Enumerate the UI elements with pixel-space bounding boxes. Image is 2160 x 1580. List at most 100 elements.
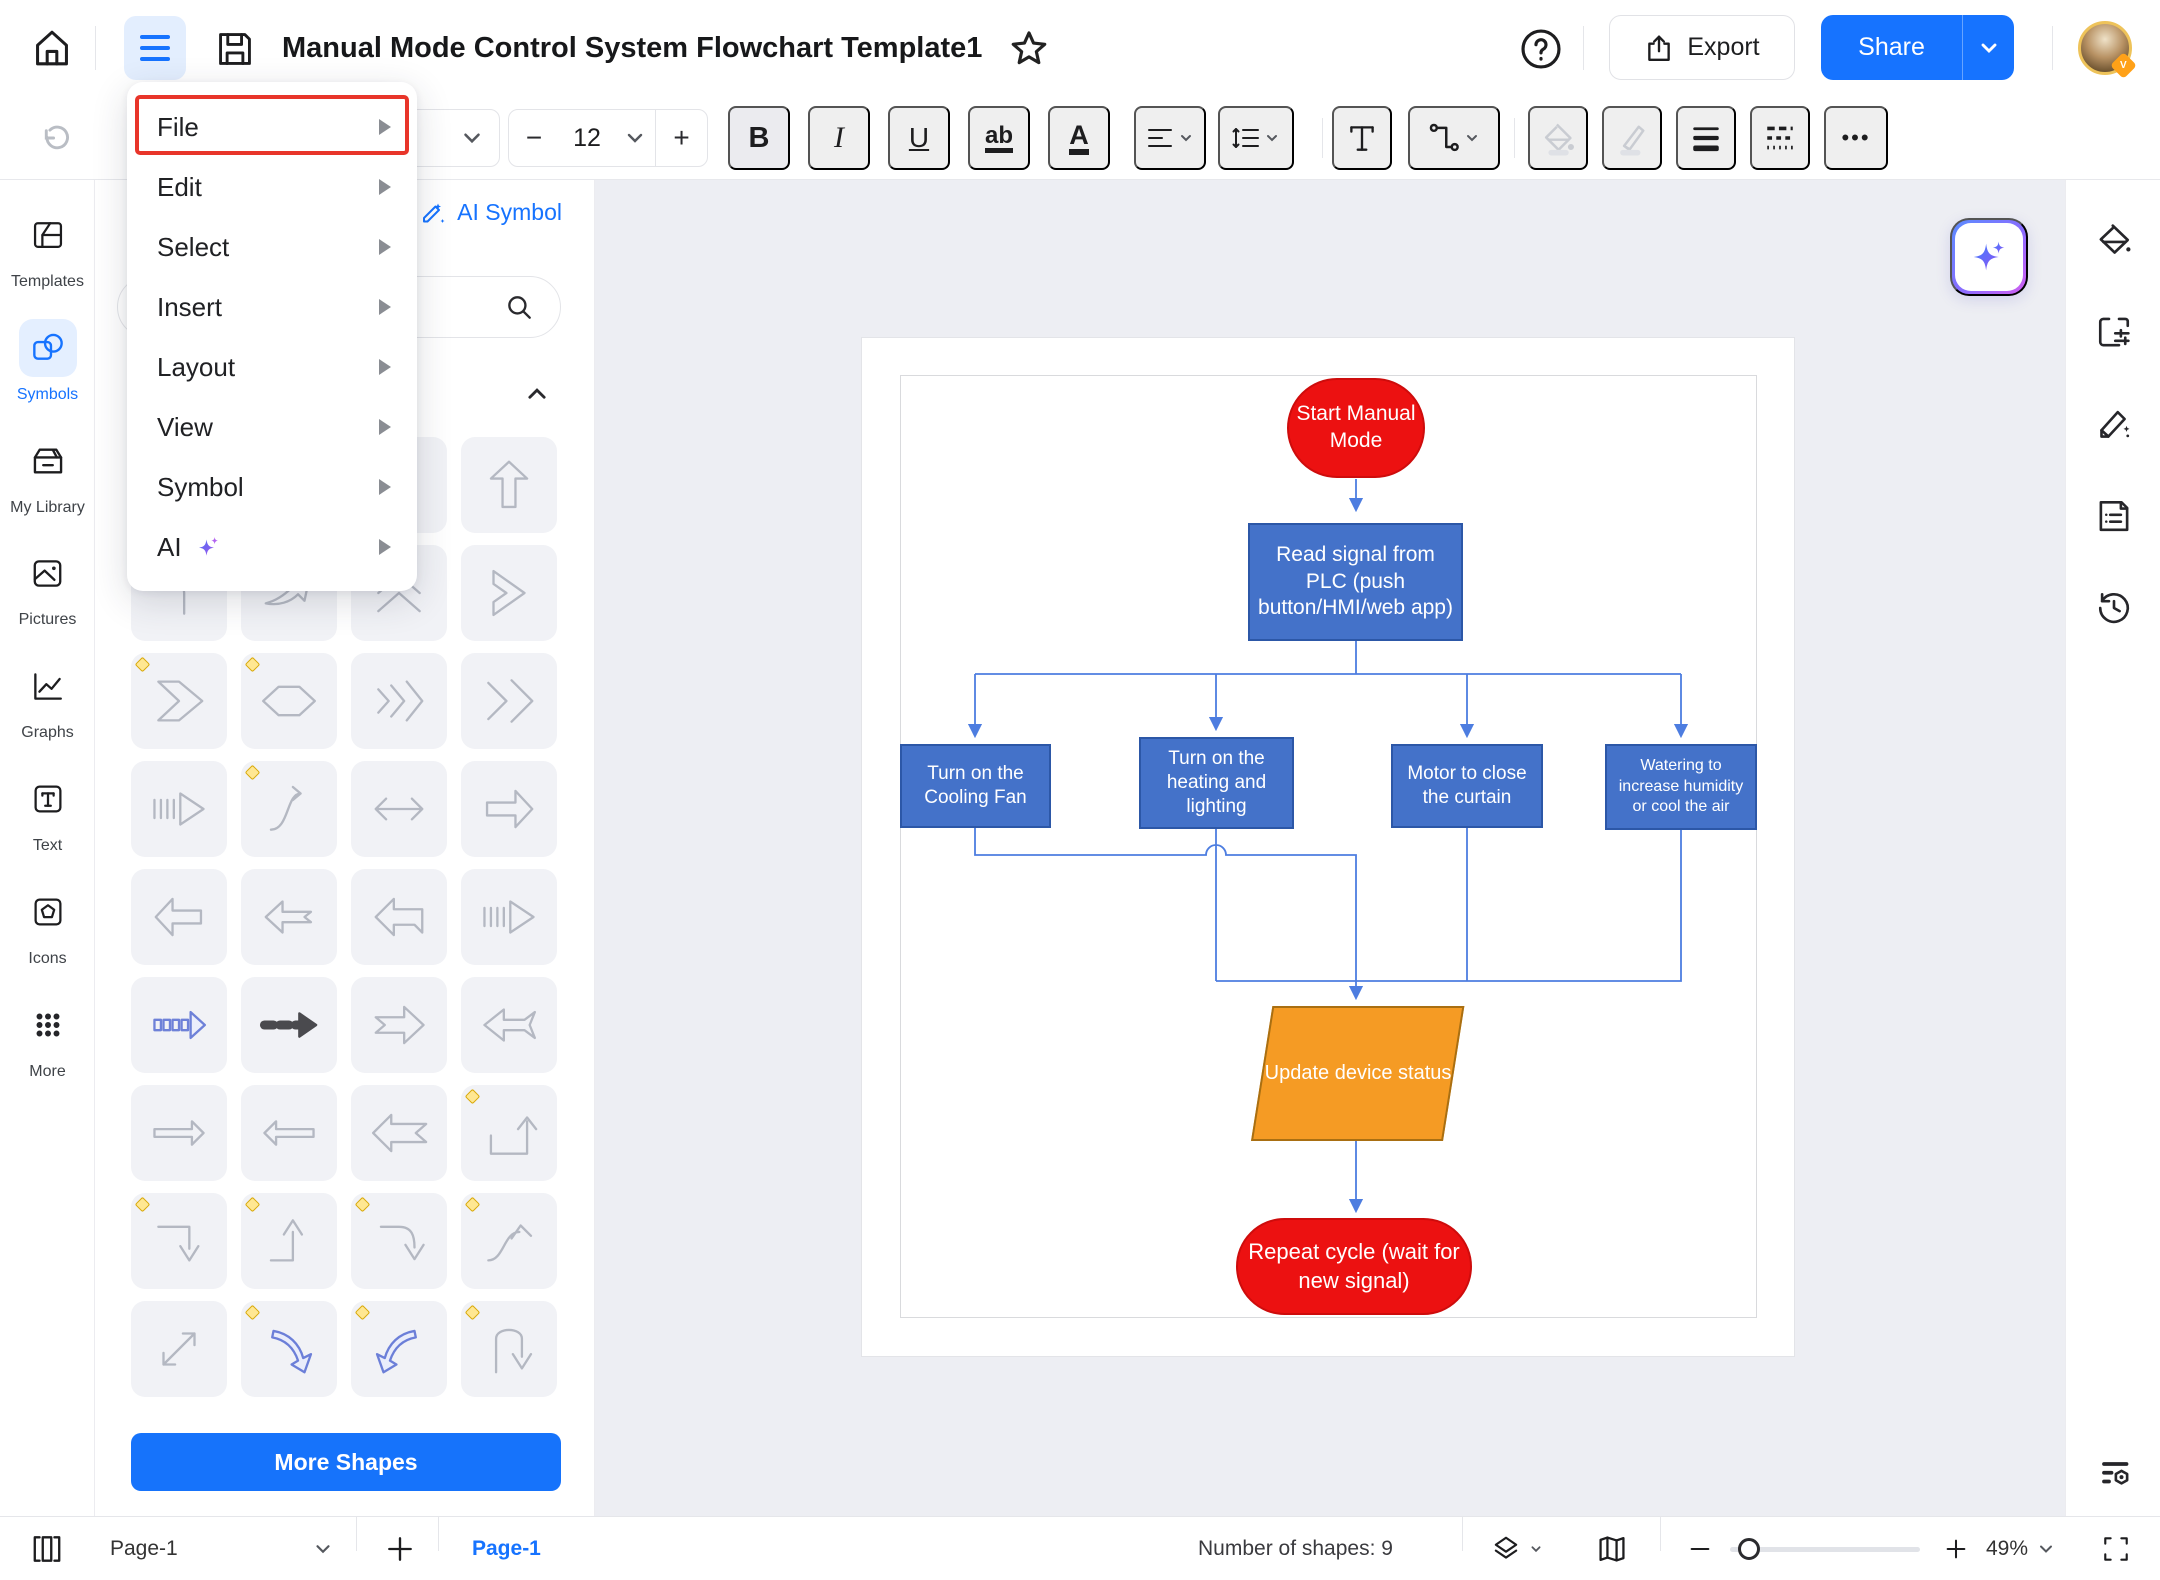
symbol-tile-thin-arrow-right[interactable]	[131, 1085, 227, 1181]
underline-button[interactable]: U	[888, 106, 950, 170]
add-page-button[interactable]	[378, 1517, 422, 1580]
page-settings-button[interactable]	[2090, 308, 2138, 356]
symbol-tile-dashed-arrow-right[interactable]	[241, 977, 337, 1073]
symbol-tile-striped-arrow-right-2[interactable]	[461, 869, 557, 965]
menu-item-select[interactable]: Select	[127, 217, 417, 277]
font-size-increase-button[interactable]: +	[655, 110, 707, 166]
strikethrough-button[interactable]: ab	[968, 106, 1030, 170]
zoom-level-select[interactable]: 49%	[1986, 1517, 2056, 1580]
symbol-tile-s-arrow[interactable]	[241, 761, 337, 857]
flow-node-start[interactable]: Start Manual Mode	[1287, 378, 1425, 478]
export-button[interactable]: Export	[1609, 15, 1795, 80]
zoom-out-button[interactable]	[1680, 1517, 1720, 1580]
page-select-dropdown[interactable]: Page-1	[110, 1517, 334, 1580]
line-style-button[interactable]	[1750, 106, 1810, 170]
symbol-tile-thin-arrow-left[interactable]	[241, 1085, 337, 1181]
sidebar-item-text[interactable]: Text	[0, 770, 95, 857]
line-weight-button[interactable]	[1676, 106, 1736, 170]
sidebar-item-pictures[interactable]: Pictures	[0, 544, 95, 631]
menu-item-view[interactable]: View	[127, 397, 417, 457]
page-tab[interactable]: Page-1	[472, 1537, 541, 1560]
symbol-tile-curve-arrow-up[interactable]	[461, 1193, 557, 1289]
ai-symbol-button[interactable]: AI Symbol	[419, 198, 562, 226]
connector-tool-button[interactable]	[1408, 106, 1500, 170]
symbol-tile-hexagon[interactable]	[241, 653, 337, 749]
ai-assistant-button[interactable]	[1950, 218, 2028, 296]
home-button[interactable]	[26, 22, 78, 74]
layers-button[interactable]	[1486, 1517, 1550, 1580]
symbol-tile-arrow-right[interactable]	[461, 761, 557, 857]
zoom-slider[interactable]	[1730, 1517, 1920, 1580]
menu-item-layout[interactable]: Layout	[127, 337, 417, 397]
share-label[interactable]: Share	[1858, 33, 1925, 61]
flow-node-repeat-cycle[interactable]: Repeat cycle (wait for new signal)	[1236, 1218, 1472, 1315]
help-button[interactable]	[1516, 24, 1566, 74]
symbol-tile-u-turn-up[interactable]	[461, 1085, 557, 1181]
sidebar-item-templates[interactable]: Templates	[0, 206, 95, 293]
symbol-tile-arrow-left-slant[interactable]	[241, 869, 337, 965]
flow-node-update-status[interactable]: Update device status	[1251, 1006, 1465, 1141]
share-button[interactable]: Share	[1821, 15, 2014, 80]
symbol-tile-arrow-left[interactable]	[131, 869, 227, 965]
sidebar-item-graphs[interactable]: Graphs	[0, 657, 95, 744]
save-button[interactable]	[210, 24, 260, 74]
symbol-tile-big-chevron-right[interactable]	[131, 653, 227, 749]
font-size-dropdown[interactable]	[615, 110, 655, 166]
share-dropdown-button[interactable]	[1962, 15, 2014, 80]
symbol-tile-double-chevron-right[interactable]	[461, 653, 557, 749]
shape-data-settings-button[interactable]	[2090, 1450, 2138, 1498]
menu-item-ai[interactable]: AI	[127, 517, 417, 577]
symbol-tile-u-turn-down[interactable]	[461, 1301, 557, 1397]
symbol-tile-corner-arrow-down[interactable]	[131, 1193, 227, 1289]
symbol-tile-striped-arrow-right[interactable]	[131, 761, 227, 857]
symbol-tile-chevron-right[interactable]	[461, 545, 557, 641]
font-size-value[interactable]: 12	[573, 123, 601, 152]
main-menu-button[interactable]	[124, 16, 186, 80]
symbol-tile-arrow-up[interactable]	[461, 437, 557, 533]
theme-style-button[interactable]	[2090, 400, 2138, 448]
avatar[interactable]: V	[2078, 21, 2137, 79]
symbol-tile-arrow-left-bent[interactable]	[351, 869, 447, 965]
fullscreen-button[interactable]	[2092, 1517, 2140, 1580]
line-spacing-button[interactable]	[1218, 106, 1294, 170]
symbol-tile-curved-arrow-up-blue[interactable]	[351, 1301, 447, 1397]
bold-button[interactable]: B	[728, 106, 790, 170]
favorite-star-button[interactable]	[1006, 26, 1052, 72]
font-color-button[interactable]: A	[1048, 106, 1110, 170]
flow-node-motor-curtain[interactable]: Motor to close the curtain	[1391, 744, 1543, 828]
collapse-section-button[interactable]	[519, 376, 555, 412]
notes-button[interactable]	[2090, 492, 2138, 540]
zoom-slider-thumb[interactable]	[1738, 1537, 1760, 1560]
font-size-decrease-button[interactable]: −	[525, 122, 543, 153]
zoom-in-button[interactable]	[1936, 1517, 1976, 1580]
menu-item-file[interactable]: File	[127, 97, 417, 157]
fill-color-button[interactable]	[1528, 106, 1588, 170]
symbol-tile-diagonal-double-arrow[interactable]	[131, 1301, 227, 1397]
menu-item-insert[interactable]: Insert	[127, 277, 417, 337]
symbol-tile-curve-arrow-down[interactable]	[351, 1193, 447, 1289]
flow-node-heating-lighting[interactable]: Turn on the heating and lighting	[1139, 737, 1294, 829]
symbol-tile-sharp-arrow-left[interactable]	[351, 1085, 447, 1181]
symbol-tile-curved-arrow-down-blue[interactable]	[241, 1301, 337, 1397]
text-tool-button[interactable]	[1332, 106, 1392, 170]
flow-node-watering[interactable]: Watering to increase humidity or cool th…	[1605, 744, 1757, 830]
sidebar-item-icons[interactable]: Icons	[0, 883, 95, 970]
more-tools-button[interactable]: •••	[1824, 106, 1888, 170]
history-button[interactable]	[2090, 584, 2138, 632]
canvas[interactable]: Start Manual Mode Read signal from PLC (…	[595, 180, 2065, 1516]
symbol-tile-triple-chevron-right[interactable]	[351, 653, 447, 749]
sidebar-item-symbols[interactable]: Symbols	[0, 318, 95, 406]
symbol-tile-arrow-double-horizontal[interactable]	[351, 761, 447, 857]
menu-item-symbol[interactable]: Symbol	[127, 457, 417, 517]
symbol-tile-notched-arrow-right[interactable]	[351, 977, 447, 1073]
sidebar-item-more[interactable]: More	[0, 996, 95, 1083]
canvas-fill-button[interactable]	[2090, 216, 2138, 264]
sidebar-item-my-library[interactable]: My Library	[0, 432, 95, 519]
more-shapes-button[interactable]: More Shapes	[131, 1433, 561, 1491]
italic-button[interactable]: I	[808, 106, 870, 170]
page-panel-button[interactable]	[30, 1517, 64, 1580]
menu-item-edit[interactable]: Edit	[127, 157, 417, 217]
symbol-tile-fishtail-arrow-left[interactable]	[461, 977, 557, 1073]
symbol-tile-pixel-arrow-right[interactable]	[131, 977, 227, 1073]
line-color-button[interactable]	[1602, 106, 1662, 170]
